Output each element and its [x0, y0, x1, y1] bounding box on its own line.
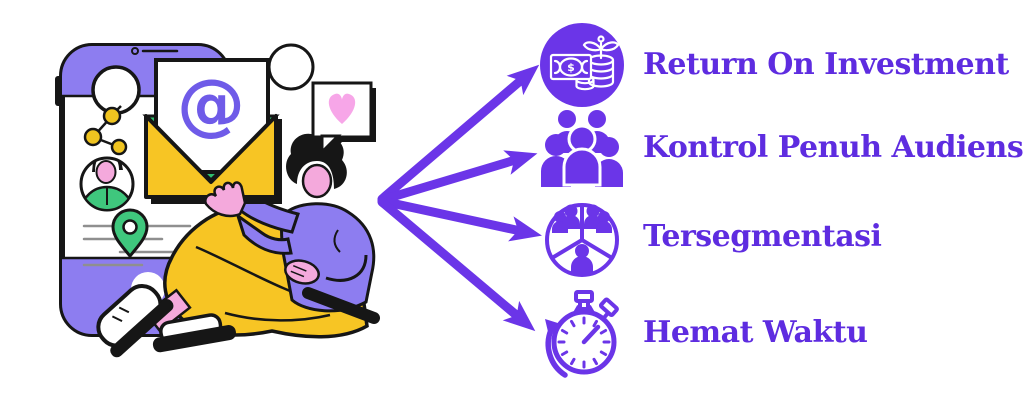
arrow-to-roi: [377, 64, 540, 204]
arrow-to-audience: [377, 150, 538, 205]
email-envelope: @: [142, 58, 293, 255]
person-seat-shadow: [302, 287, 380, 324]
at-symbol: @: [177, 65, 245, 144]
phone-camera-dot: [131, 47, 139, 55]
benefit-label: Return On Investment: [643, 47, 1009, 82]
heart-speech-bubble: [311, 81, 376, 157]
money-growth-icon: $: [540, 23, 624, 107]
arrows: [377, 64, 542, 332]
person-face: [301, 163, 333, 199]
network-dots-icon: [83, 65, 141, 156]
arrow-to-time: [377, 197, 536, 332]
stopwatch-icon: [545, 290, 619, 378]
person-left-hand: [204, 181, 293, 255]
benefit-label: Kontrol Penuh Audiens: [643, 130, 1024, 165]
segmented-audience-icon: [545, 203, 619, 277]
heart-icon: [328, 93, 356, 124]
sneaker-right: [152, 313, 237, 353]
decorative-circle: [267, 43, 315, 91]
svg-text:$: $: [567, 61, 575, 74]
benefit-label: Tersegmentasi: [643, 219, 882, 254]
audience-group-icon: [541, 110, 623, 187]
profile-avatar: [79, 156, 135, 212]
benefit-kontrol-penuh-audiens: Kontrol Penuh Audiens: [536, 106, 1024, 190]
arrow-to-segmented: [377, 196, 542, 242]
sneaker-left: [96, 284, 174, 358]
person-right-hand: [284, 259, 320, 285]
envelope-front: [144, 114, 278, 199]
benefit-return-on-investment: $ Return On Investment: [536, 20, 1009, 110]
benefit-tersegmentasi: Tersegmentasi: [536, 194, 882, 280]
benefit-label: Hemat Waktu: [643, 315, 868, 350]
benefit-hemat-waktu: Hemat Waktu: [536, 286, 868, 380]
sitting-person: [96, 133, 380, 358]
location-pin-icon: [111, 208, 149, 259]
